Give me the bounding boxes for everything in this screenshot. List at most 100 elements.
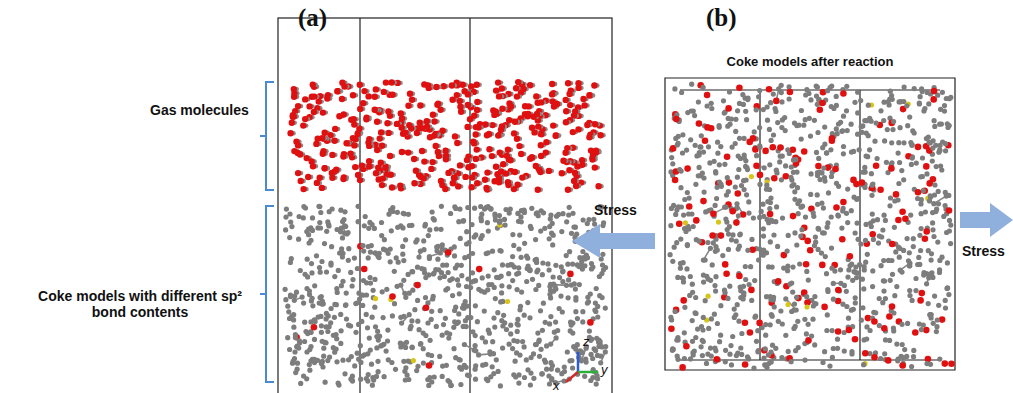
- atom: [401, 359, 406, 364]
- atom: [484, 169, 490, 175]
- atom: [594, 382, 599, 387]
- atom: [500, 161, 506, 167]
- atom: [590, 356, 595, 361]
- atom: [427, 227, 432, 232]
- atom: [564, 253, 569, 258]
- atom: [355, 172, 361, 178]
- atom: [309, 261, 314, 266]
- atom: [343, 303, 348, 308]
- atom: [295, 142, 301, 148]
- atom: [341, 111, 347, 117]
- atom: [569, 283, 574, 288]
- atom: [517, 233, 522, 238]
- atom: [311, 93, 317, 99]
- atom: [379, 220, 384, 225]
- atom: [324, 311, 329, 316]
- atom: [936, 189, 941, 194]
- atom: [313, 319, 318, 324]
- atom: [500, 262, 505, 267]
- atom: [835, 287, 842, 294]
- atom: [317, 220, 322, 225]
- atom: [943, 305, 948, 310]
- atom: [331, 138, 337, 144]
- atom: [286, 309, 291, 314]
- atom: [589, 156, 595, 162]
- atom: [581, 217, 586, 222]
- atom: [329, 244, 334, 249]
- atom: [415, 298, 420, 303]
- atom: [302, 320, 307, 325]
- atom: [421, 238, 426, 243]
- atom: [439, 270, 444, 275]
- atom: [487, 349, 492, 354]
- atom: [582, 374, 587, 379]
- atom: [500, 346, 505, 351]
- atom: [567, 271, 574, 278]
- atom: [410, 345, 415, 350]
- atom: [484, 377, 489, 382]
- atom: [376, 254, 381, 259]
- atom: [909, 162, 914, 167]
- atom: [426, 272, 431, 277]
- atom: [298, 268, 303, 273]
- atom: [343, 224, 348, 229]
- atom: [298, 178, 304, 184]
- atom: [360, 100, 366, 106]
- atom: [587, 319, 594, 326]
- atom: [440, 333, 445, 338]
- atom: [358, 343, 363, 348]
- atom: [669, 206, 674, 211]
- atom: [370, 315, 375, 320]
- atom: [600, 223, 605, 228]
- atom: [297, 151, 303, 157]
- atom: [697, 144, 702, 149]
- atom: [443, 153, 449, 159]
- atom: [497, 220, 502, 225]
- atom: [334, 302, 339, 307]
- atom: [573, 309, 578, 314]
- atom: [689, 82, 694, 87]
- atom: [455, 277, 460, 282]
- atom: [440, 242, 445, 247]
- atom: [767, 206, 772, 211]
- atom: [317, 204, 322, 209]
- atom: [340, 235, 345, 240]
- atom: [301, 301, 306, 306]
- atom: [443, 316, 448, 321]
- atom: [295, 103, 301, 109]
- atom: [507, 342, 512, 347]
- atom: [917, 233, 922, 238]
- atom: [321, 346, 326, 351]
- atom: [306, 227, 311, 232]
- atom: [504, 327, 509, 332]
- atom: [828, 147, 833, 152]
- atom: [465, 91, 471, 97]
- atom: [325, 329, 330, 334]
- atom: [824, 150, 829, 155]
- atom: [529, 355, 534, 360]
- atom: [542, 226, 547, 231]
- atom: [320, 359, 325, 364]
- atom: [548, 213, 553, 218]
- atom: [293, 332, 298, 337]
- atom: [389, 79, 395, 85]
- atom: [421, 346, 426, 351]
- atom: [334, 346, 339, 351]
- atom: [510, 254, 515, 259]
- atom: [364, 280, 369, 285]
- atom: [373, 324, 378, 329]
- atom: [488, 206, 493, 211]
- atom: [471, 140, 477, 146]
- atom: [499, 318, 504, 323]
- atom: [511, 243, 516, 248]
- atom: [411, 156, 417, 162]
- atom: [421, 361, 426, 366]
- atom: [493, 109, 499, 115]
- atom: [580, 319, 585, 324]
- atom: [570, 129, 576, 135]
- atom: [349, 354, 354, 359]
- atom: [382, 165, 388, 171]
- atom: [473, 131, 479, 137]
- atom: [522, 344, 527, 349]
- atom: [529, 154, 535, 160]
